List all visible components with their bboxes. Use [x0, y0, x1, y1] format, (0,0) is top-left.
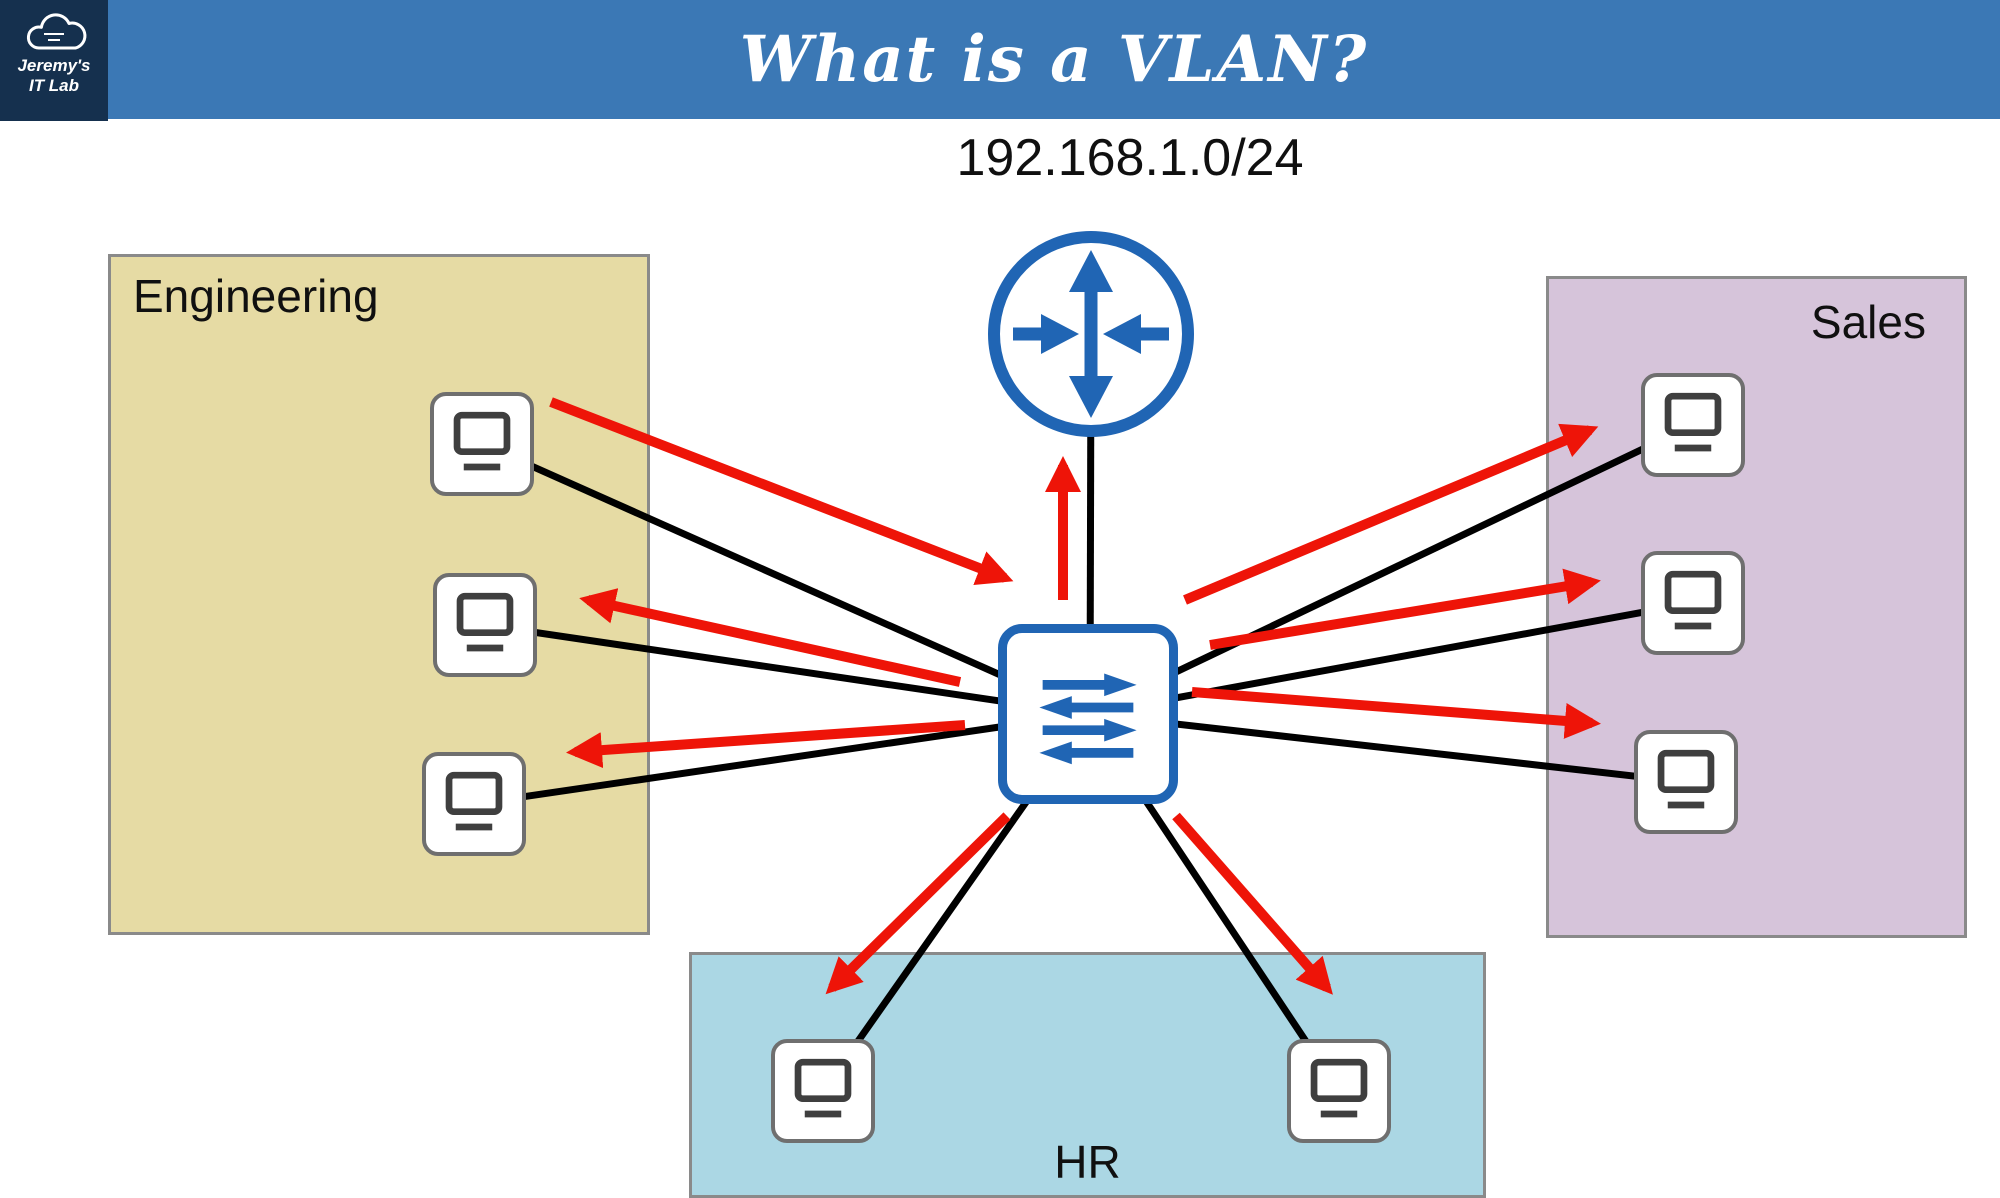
pc-icon	[430, 392, 534, 496]
cloud-icon	[26, 13, 87, 50]
ethernet-links	[473, 333, 1695, 1094]
monitor-icon	[794, 1058, 852, 1118]
broadcast-arrows	[549, 397, 1601, 995]
header-bar	[0, 0, 2000, 119]
monitor-icon	[1310, 1058, 1368, 1118]
hr-label: HR	[1054, 1136, 1121, 1188]
switch-glyph	[1039, 673, 1137, 765]
monitor-icon	[453, 411, 511, 471]
logo-panel: Jeremy's IT Lab	[0, 0, 108, 121]
sales-label: Sales	[1810, 296, 1926, 348]
engineering-label: Engineering	[133, 270, 379, 322]
monitor-icon	[456, 592, 514, 652]
logo-text-line1: Jeremy's	[17, 56, 91, 75]
group-engineering: Engineering	[108, 254, 650, 935]
pc-icon	[1634, 730, 1738, 834]
monitor-icon	[1664, 570, 1722, 630]
subnet-label: 192.168.1.0/24	[956, 129, 1304, 187]
group-sales: Sales	[1546, 276, 1967, 938]
monitor-icon	[445, 771, 503, 831]
monitor-icon	[1657, 749, 1715, 809]
router-glyph	[988, 231, 1194, 437]
logo-text-line2: IT Lab	[28, 76, 80, 96]
page-title: What is a VLAN?	[739, 22, 1369, 97]
pc-icon	[771, 1039, 875, 1143]
switch-icon	[998, 624, 1178, 804]
router-icon	[981, 224, 1201, 444]
pc-icon	[1641, 551, 1745, 655]
pc-icon	[422, 752, 526, 856]
pc-icon	[1641, 373, 1745, 477]
monitor-icon	[1664, 392, 1722, 452]
pc-icon	[433, 573, 537, 677]
pc-icon	[1287, 1039, 1391, 1143]
